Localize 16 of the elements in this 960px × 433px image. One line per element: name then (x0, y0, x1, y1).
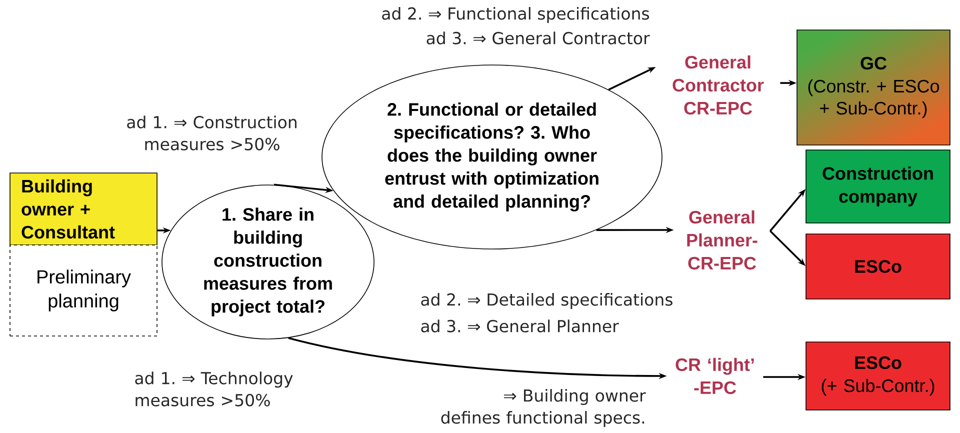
owner-box: Building owner + Consultant (10, 172, 158, 246)
contract-model-text: CR ‘light’ -EPC (676, 358, 754, 394)
annotation-text: ad 3. ⇒ General Contractor (426, 32, 650, 44)
contractor-box: GC (Constr. + ESCo + Sub-Contr.) (796, 30, 950, 146)
annotation-text: ad 2. ⇒ Functional specifications (382, 7, 650, 23)
company-box: Construction company (806, 150, 950, 224)
company-box: ESCo (806, 234, 950, 300)
annotation-text: ad 3. ⇒ General Planner (421, 320, 619, 332)
annotation-text: ad 1. ⇒ Technology measures >50% (135, 372, 293, 406)
annotation-text: ad 1. ⇒ Construction measures >50% (127, 116, 296, 150)
annotation-text: ⇒ Building owner defines functional specs. (441, 389, 646, 427)
contract-model-text: General Contractor CR-EPC (672, 55, 764, 115)
contract-model-text: General Planner-CR-EPC (687, 210, 758, 270)
annotation-text: ad 2. ⇒ Detailed specifications (421, 293, 672, 309)
planning-box: Preliminary planning (10, 244, 158, 336)
company-box: ESCo (+ Sub-Contr.) (806, 342, 950, 410)
